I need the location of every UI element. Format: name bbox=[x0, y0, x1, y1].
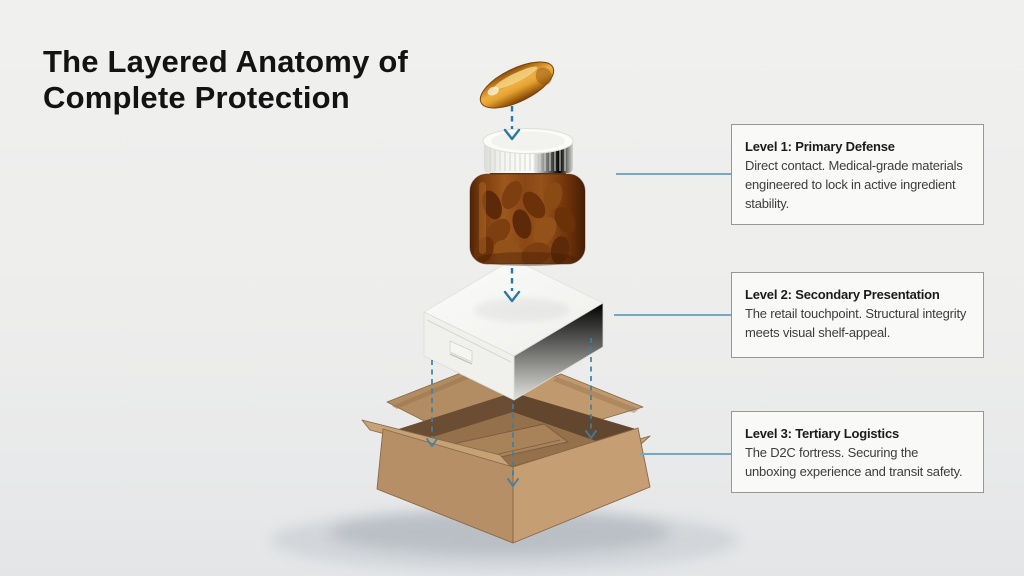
page-title-line1: The Layered Anatomy of bbox=[43, 44, 408, 79]
callout-level-1-title: Level 1: Primary Defense bbox=[745, 139, 895, 154]
callout-level-2-title: Level 2: Secondary Presentation bbox=[745, 287, 940, 302]
connector-line-level-2 bbox=[614, 314, 731, 316]
connector-line-level-3 bbox=[640, 453, 731, 455]
callout-level-2: Level 2: Secondary Presentation The reta… bbox=[731, 272, 984, 358]
page-title-line2: Complete Protection bbox=[43, 80, 350, 115]
bottle-cap bbox=[482, 128, 574, 173]
connector-line-level-1 bbox=[616, 173, 731, 175]
flow-arrow-down-2 bbox=[503, 268, 521, 303]
flow-arrow-down-1 bbox=[503, 106, 521, 141]
drop-line-dashed-group bbox=[431, 338, 592, 477]
amber-pill-bottle bbox=[469, 128, 586, 266]
capsules-inside bbox=[474, 180, 576, 264]
callout-level-3: Level 3: Tertiary Logistics The D2C fort… bbox=[731, 411, 984, 493]
callout-level-2-description: The retail touchpoint. Structural integr… bbox=[745, 306, 967, 340]
page-title: The Layered Anatomy of Complete Protecti… bbox=[43, 44, 408, 116]
callout-level-3-description: The D2C fortress. Securing the unboxing … bbox=[745, 445, 963, 479]
callout-level-1: Level 1: Primary Defense Direct contact.… bbox=[731, 124, 984, 225]
softgel-capsule bbox=[479, 61, 555, 109]
white-retail-box bbox=[423, 258, 604, 401]
drop-line-arrowheads bbox=[426, 430, 597, 487]
callout-level-1-description: Direct contact. Medical-grade materials … bbox=[745, 158, 963, 211]
kraft-shipping-box bbox=[361, 370, 651, 544]
callout-level-3-title: Level 3: Tertiary Logistics bbox=[745, 426, 900, 441]
